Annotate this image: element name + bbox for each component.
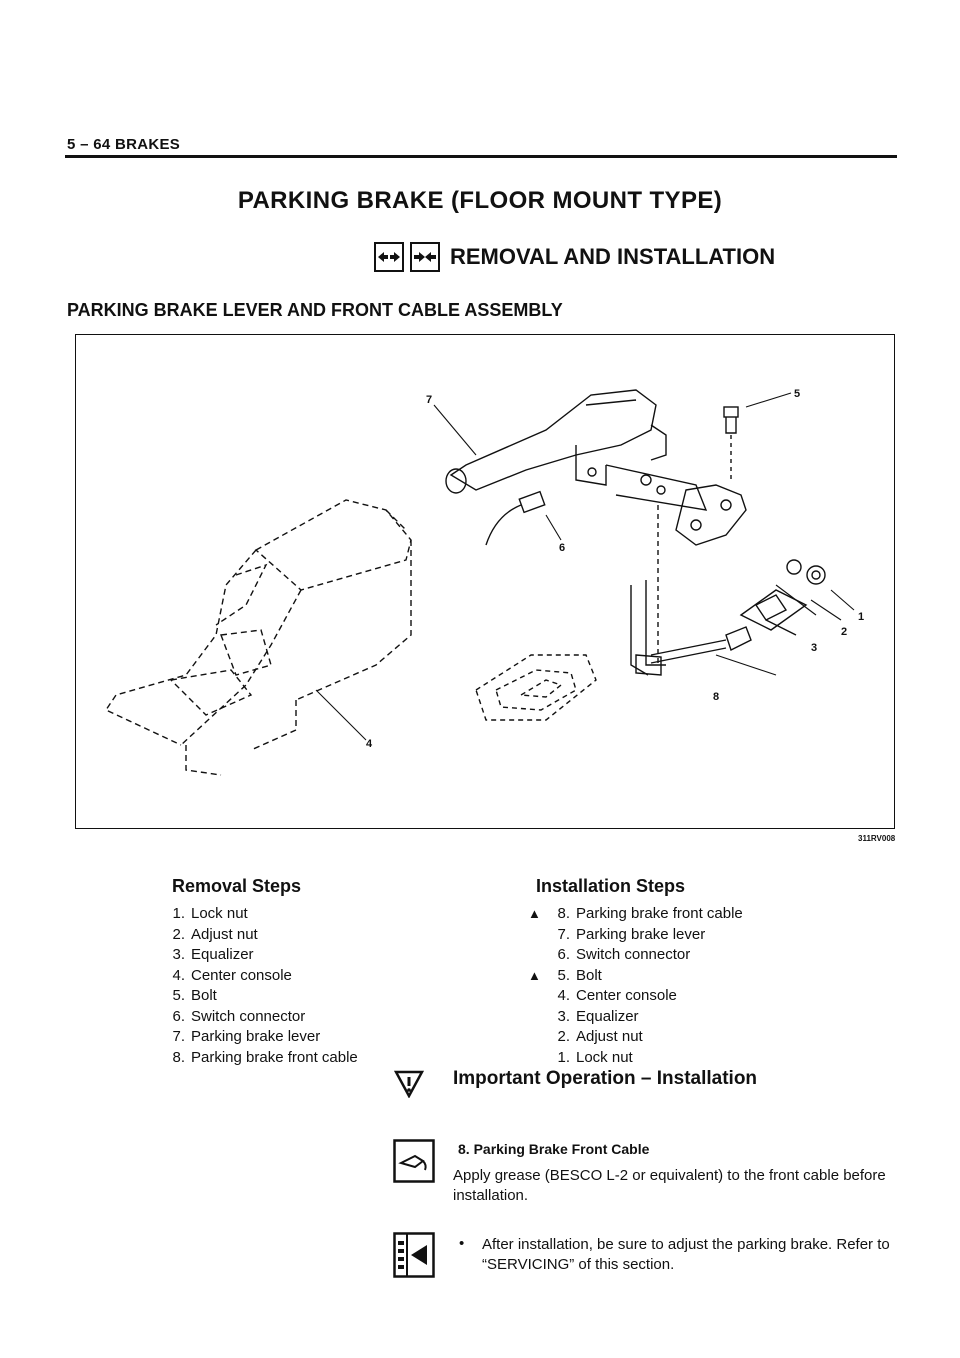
step-number: 2. xyxy=(557,1028,570,1045)
brake-lever-drawing xyxy=(445,389,708,511)
adjust-icon xyxy=(393,1232,435,1283)
step-number: 6. xyxy=(172,1007,185,1025)
step-number: 1. xyxy=(557,1048,570,1066)
step-text: Adjust nut xyxy=(576,1028,643,1045)
step-text: Parking brake lever xyxy=(191,1028,321,1045)
step-number: 6. xyxy=(557,946,570,963)
console-boot-drawing xyxy=(475,654,597,721)
removal-step-row: 7. Parking brake lever xyxy=(159,1027,358,1048)
page-title: PARKING BRAKE (FLOOR MOUNT TYPE) xyxy=(237,187,723,214)
removal-icon xyxy=(374,242,404,272)
step-text: Parking brake front cable xyxy=(576,905,743,922)
removal-step-row: 8. Parking brake front cable xyxy=(159,1048,358,1069)
installation-icon xyxy=(410,242,440,272)
removal-step-row: 3. Equalizer xyxy=(159,945,358,966)
installation-step-row: 1. Lock nut xyxy=(528,1048,743,1069)
step-text: Adjust nut xyxy=(191,925,258,943)
removal-step-row: 1. Lock nut xyxy=(159,904,358,925)
step-text: Parking brake lever xyxy=(576,925,706,943)
step-text: Center console xyxy=(191,966,292,984)
step-number: 7. xyxy=(557,925,570,943)
assembly-figure: 7 5 6 4 8 3 2 1 xyxy=(75,334,895,829)
callout-3: 3 xyxy=(811,642,817,654)
installation-step-row: 3. Equalizer xyxy=(528,1007,743,1028)
important-title: Important Operation – Installation xyxy=(453,1068,758,1089)
step-number: 1. xyxy=(172,905,185,922)
removal-steps-title: Removal Steps xyxy=(172,876,302,896)
callout-6: 6 xyxy=(559,542,565,554)
removal-step-row: 2. Adjust nut xyxy=(159,925,358,946)
page-header: 5 – 64 BRAKES xyxy=(67,136,181,153)
removal-steps-list: 1. Lock nut 2. Adjust nut 3. Equalizer 4. Cente… xyxy=(159,904,358,1069)
installation-step-row: ▲ 5. Bolt xyxy=(528,966,743,987)
caution-mark: ▲ xyxy=(528,906,541,921)
header-rule xyxy=(65,155,897,158)
leader-lines xyxy=(315,392,855,741)
caution-mark xyxy=(528,1007,544,1028)
installation-step-row: 6. Switch connector xyxy=(528,945,743,966)
removal-step-row: 4. Center console xyxy=(159,966,358,987)
step-number: 8. xyxy=(172,1048,185,1066)
caution-mark xyxy=(528,1027,544,1048)
section-title: REMOVAL AND INSTALLATION xyxy=(450,244,776,269)
front-cable-drawing xyxy=(630,505,826,676)
step-number: 8. xyxy=(557,905,570,922)
bullet-text: After installation, be sure to adjust th… xyxy=(482,1236,890,1273)
subheading: PARKING BRAKE LEVER AND FRONT CABLE ASSE… xyxy=(67,300,563,320)
installation-steps-title: Installation Steps xyxy=(536,876,686,896)
step-number: 4. xyxy=(557,987,570,1004)
step-text: Switch connector xyxy=(576,946,691,963)
grease-icon xyxy=(393,1139,435,1188)
callout-5: 5 xyxy=(794,388,800,400)
step-text: Switch connector xyxy=(191,1007,306,1025)
caution-mark xyxy=(528,1048,544,1069)
step-text: Bolt xyxy=(191,987,217,1004)
installation-steps-list: ▲ 8. Parking brake front cable 7. Parking br… xyxy=(528,904,743,1068)
step-text: Parking brake front cable xyxy=(191,1048,358,1066)
caution-mark xyxy=(528,986,544,1007)
note-heading: 8. Parking Brake Front Cable xyxy=(458,1141,650,1157)
step-number: 2. xyxy=(172,925,185,943)
callout-4: 4 xyxy=(366,738,373,750)
step-number: 5. xyxy=(557,966,570,984)
step-text: Equalizer xyxy=(576,1007,639,1025)
step-text: Equalizer xyxy=(191,946,254,963)
bracket-drawing xyxy=(675,484,747,546)
step-text: Bolt xyxy=(576,966,602,984)
switch-connector-drawing xyxy=(485,490,546,546)
callout-7: 7 xyxy=(426,394,432,406)
step-text: Lock nut xyxy=(191,905,248,922)
bullet-dot: • xyxy=(459,1235,465,1252)
installation-step-row: 4. Center console xyxy=(528,986,743,1007)
step-number: 3. xyxy=(557,1007,570,1025)
figure-code: 311RV008 xyxy=(858,834,896,843)
callout-8: 8 xyxy=(713,691,719,703)
step-number: 5. xyxy=(172,987,185,1004)
callout-2: 2 xyxy=(841,626,847,638)
important-triangle-icon xyxy=(393,1070,425,1103)
section-heading: REMOVAL AND INSTALLATION xyxy=(374,242,775,272)
step-number: 4. xyxy=(172,966,185,984)
installation-step-row: ▲ 8. Parking brake front cable xyxy=(528,904,743,925)
step-number: 7. xyxy=(172,1028,185,1045)
removal-step-row: 5. Bolt xyxy=(159,986,358,1007)
callout-1: 1 xyxy=(858,611,864,623)
step-number: 3. xyxy=(172,946,185,963)
center-console-drawing xyxy=(104,499,412,776)
installation-step-row: 2. Adjust nut xyxy=(528,1027,743,1048)
caution-mark xyxy=(528,925,544,946)
note-text: Apply grease (BESCO L-2 or equivalent) t… xyxy=(453,1167,886,1204)
exploded-view-drawing: 7 5 6 4 8 3 2 1 xyxy=(104,388,864,776)
step-text: Center console xyxy=(576,987,677,1004)
caution-mark: ▲ xyxy=(528,967,541,983)
installation-step-row: 7. Parking brake lever xyxy=(528,925,743,946)
removal-step-row: 6. Switch connector xyxy=(159,1007,358,1028)
caution-mark xyxy=(528,945,544,966)
bolt-drawing xyxy=(723,406,739,480)
step-text: Lock nut xyxy=(576,1048,633,1066)
